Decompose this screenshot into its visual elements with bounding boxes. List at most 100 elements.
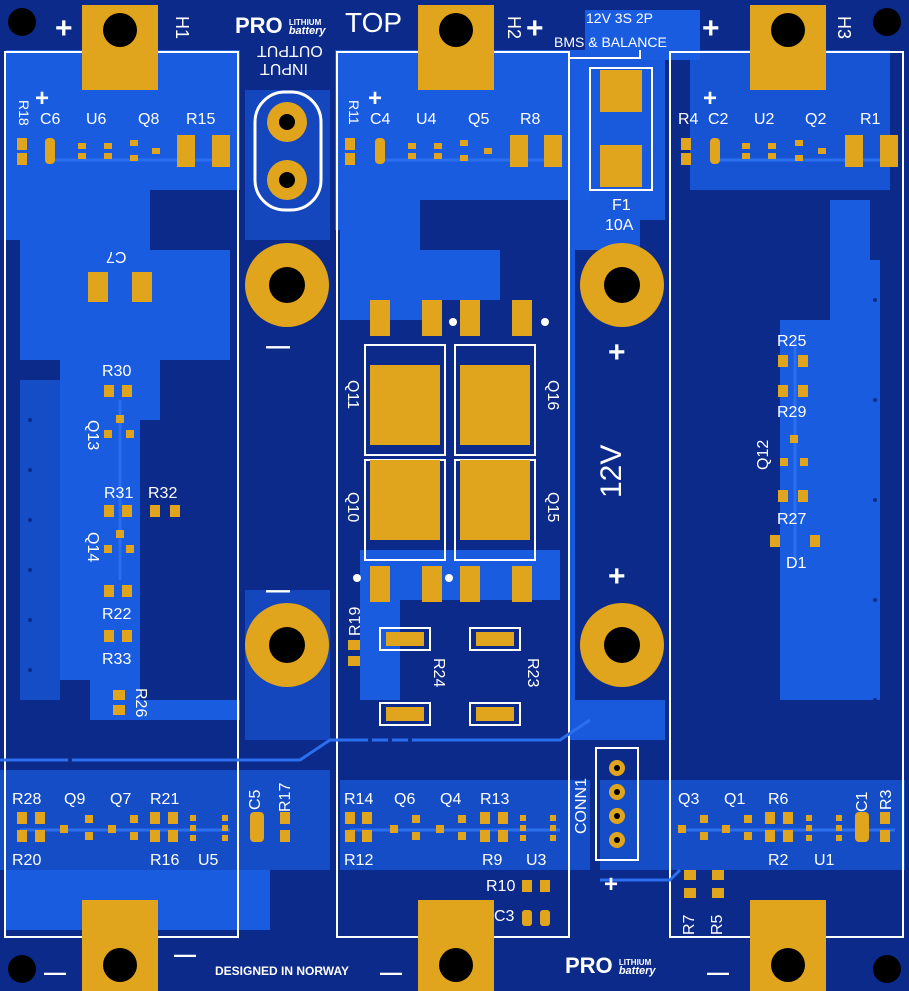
board-title: TOP — [345, 7, 403, 38]
ref-r19: R19 — [347, 606, 364, 636]
ref-r17: R17 — [277, 782, 294, 812]
ref-r13: R13 — [480, 791, 510, 808]
ref-r27: R27 — [777, 511, 807, 528]
ref-c1: C1 — [854, 791, 871, 812]
vias — [10, 213, 877, 762]
conn1-header — [595, 747, 639, 861]
ref-u4: U4 — [416, 111, 437, 128]
plus-mark-top-left: + — [55, 12, 73, 45]
ref-c7: C7 — [106, 248, 127, 265]
plus-mark-top-right: + — [702, 12, 720, 45]
plus-mark-conn1: + — [604, 871, 619, 898]
ref-q1: Q1 — [724, 791, 746, 808]
spec-line-2: BMS & BALANCE — [554, 34, 667, 50]
output-label: OUTPUT — [257, 42, 323, 59]
ref-r16: R16 — [150, 852, 180, 869]
ref-d1: D1 — [786, 555, 807, 572]
fuse-value: 10A — [605, 217, 634, 234]
ref-r7: R7 — [681, 914, 698, 935]
ref-r6: R6 — [768, 791, 789, 808]
power-mosfets — [353, 300, 549, 602]
terminal-minus-bottom — [245, 603, 329, 687]
fuse-name: F1 — [612, 197, 631, 214]
ref-r24: R24 — [430, 658, 447, 688]
plus-mark-top-mid: + — [526, 12, 544, 45]
ref-r20: R20 — [12, 852, 42, 869]
ref-r28: R28 — [12, 791, 42, 808]
ref-q15: Q15 — [544, 492, 561, 523]
ref-q4: Q4 — [440, 791, 462, 808]
ref-q6: Q6 — [394, 791, 416, 808]
ref-r32: R32 — [148, 485, 178, 502]
ref-r18: R18 — [16, 100, 32, 126]
ref-r21: R21 — [150, 791, 180, 808]
ref-r26: R26 — [132, 688, 149, 718]
ref-r10: R10 — [486, 878, 516, 895]
ref-u1: U1 — [814, 852, 835, 869]
ref-c2: C2 — [708, 111, 729, 128]
conn1-label: CONN1 — [573, 777, 590, 834]
ref-r30: R30 — [102, 363, 132, 380]
ref-r11: R11 — [346, 100, 362, 125]
plus-mark-left-section: + — [35, 85, 50, 112]
ref-r15: R15 — [186, 111, 216, 128]
h2-label: H2 — [504, 16, 524, 40]
terminal-plus-bottom — [580, 603, 664, 687]
ref-q12: Q12 — [755, 439, 772, 470]
plus-mark-bottom-terminal: + — [608, 560, 626, 593]
ref-r31: R31 — [104, 485, 134, 502]
ref-r9: R9 — [482, 852, 503, 869]
plus-mark-top-terminal: + — [608, 336, 626, 369]
ref-c4: C4 — [370, 111, 391, 128]
designed-in-norway: DESIGNED IN NORWAY — [215, 964, 350, 978]
h1-label: H1 — [172, 16, 192, 40]
minus-mark-bottom-right: — — [707, 960, 729, 985]
ref-r25: R25 — [777, 333, 807, 350]
minus-mark-bottom-center: — — [380, 960, 402, 985]
ref-r4: R4 — [678, 111, 699, 128]
ref-r5: R5 — [709, 914, 726, 935]
ref-r22: R22 — [102, 606, 132, 623]
ref-u6: U6 — [86, 111, 107, 128]
plus-mark-right-section: + — [703, 85, 718, 112]
terminal-minus-top — [245, 243, 329, 327]
voltage-label: 12V — [595, 444, 628, 498]
fuse-f1 — [589, 67, 653, 191]
spec-line-1: 12V 3S 2P — [586, 10, 653, 26]
minus-mark-bottom-left: — — [44, 960, 66, 985]
ref-r3: R3 — [878, 789, 895, 810]
ref-u3: U3 — [526, 852, 547, 869]
ref-c6: C6 — [40, 111, 61, 128]
ref-q10: Q10 — [344, 492, 361, 523]
ref-q13: Q13 — [84, 420, 101, 451]
ref-r12: R12 — [344, 852, 374, 869]
smd-pads — [17, 135, 898, 926]
ref-c5: C5 — [247, 789, 264, 810]
minus-mark-bottom-terminal: — — [266, 577, 290, 604]
ref-q16: Q16 — [544, 380, 561, 411]
h3-label: H3 — [834, 16, 854, 40]
ref-q11: Q11 — [344, 380, 361, 410]
ref-r29: R29 — [777, 404, 807, 421]
ref-q14: Q14 — [84, 532, 101, 563]
terminals — [245, 243, 664, 687]
ref-r23: R23 — [524, 658, 541, 688]
ref-r8: R8 — [520, 111, 541, 128]
minus-mark-top-terminal: — — [266, 333, 290, 360]
ref-r1: R1 — [860, 111, 881, 128]
ref-q3: Q3 — [678, 791, 700, 808]
shunt-resistors — [379, 627, 521, 726]
mount-pads — [82, 5, 826, 991]
ref-q8: Q8 — [138, 111, 160, 128]
ref-u2: U2 — [754, 111, 775, 128]
input-label: INPUT — [260, 60, 308, 77]
ref-r33: R33 — [102, 651, 132, 668]
terminal-plus-top — [580, 243, 664, 327]
ref-c3: C3 — [494, 908, 515, 925]
ref-q2: Q2 — [805, 111, 827, 128]
ref-r14: R14 — [344, 791, 374, 808]
ref-u5: U5 — [198, 852, 219, 869]
